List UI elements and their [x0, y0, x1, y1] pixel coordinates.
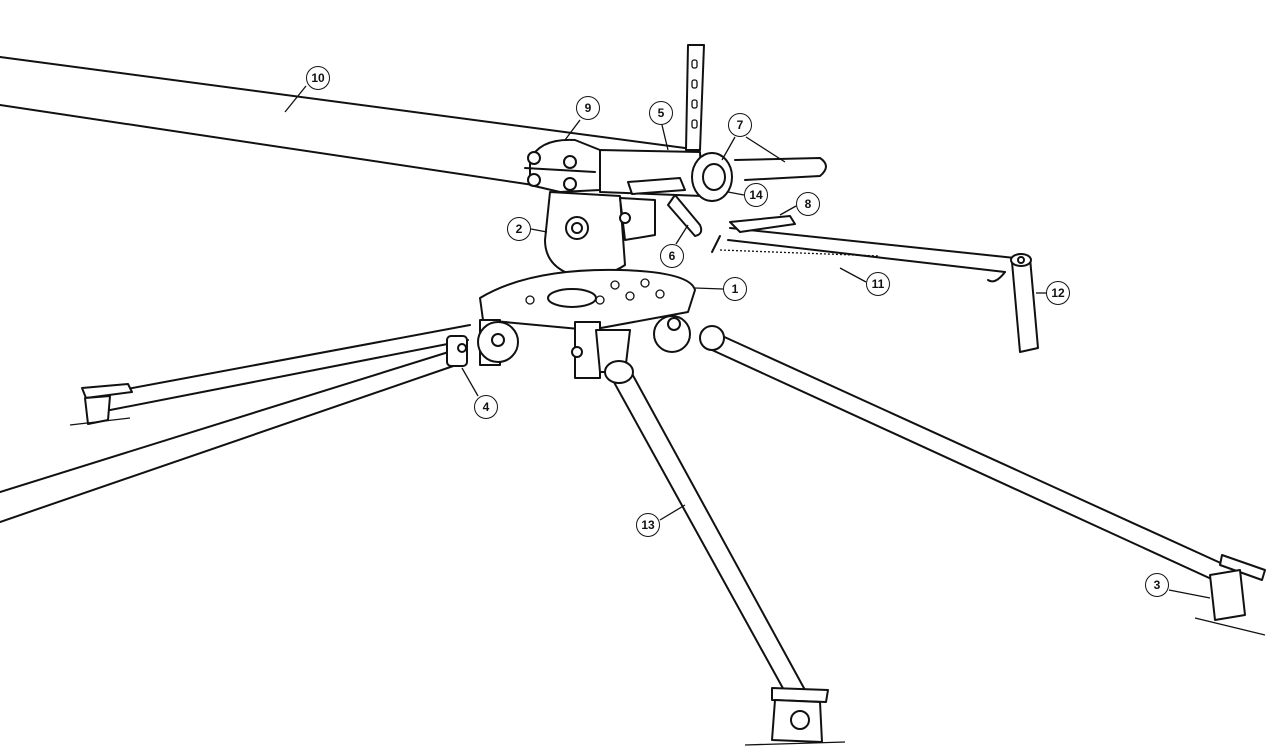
tripod-head	[477, 268, 696, 379]
callout-12: 12	[1046, 281, 1070, 305]
tube	[0, 56, 827, 187]
clamp-and-sleeve	[524, 138, 733, 237]
callout-14: 14	[744, 183, 768, 207]
leader-lines	[284, 85, 1211, 599]
callout-4: 4	[474, 395, 498, 419]
callout-8: 8	[796, 192, 820, 216]
left-rear-leg	[69, 324, 471, 426]
callout-9: 9	[576, 96, 600, 120]
callout-11: 11	[866, 272, 890, 296]
callout-1: 1	[723, 277, 747, 301]
slotted-rod	[685, 44, 705, 151]
center-leg	[604, 360, 846, 746]
callout-7: 7	[728, 113, 752, 137]
callout-10: 10	[306, 66, 330, 90]
callout-6: 6	[660, 244, 684, 268]
callout-13: 13	[636, 513, 660, 537]
left-front-leg	[0, 335, 468, 523]
callout-5: 5	[649, 101, 673, 125]
callout-2: 2	[507, 217, 531, 241]
right-leg	[699, 325, 1266, 636]
rack-bar	[711, 215, 1016, 283]
handle	[1010, 253, 1039, 353]
callout-3: 3	[1145, 573, 1169, 597]
